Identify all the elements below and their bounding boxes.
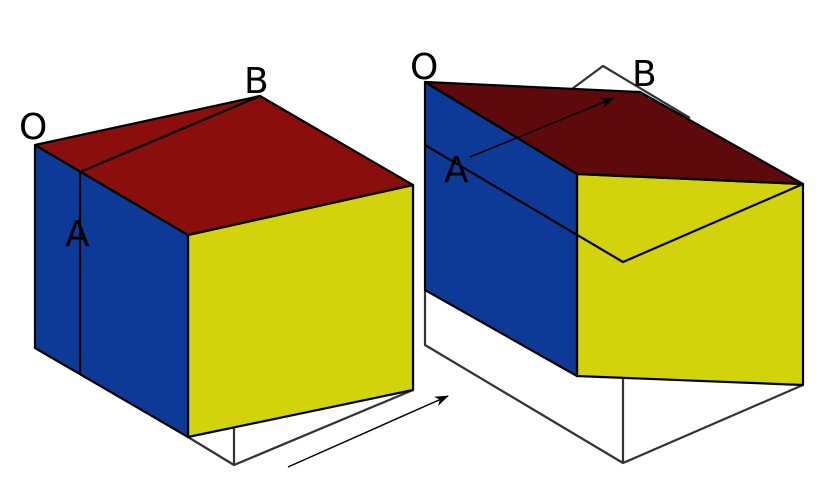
right-cube-side-outline	[575, 172, 805, 387]
right-cube-inner-line	[424, 144, 804, 264]
right-cube-shear-arrow	[469, 97, 615, 158]
left-label-b: B	[244, 61, 269, 102]
left-cube-side-outline	[186, 183, 415, 439]
right-cube: O A B	[410, 47, 805, 465]
right-label-a: A	[444, 150, 469, 191]
right-label-b: B	[632, 54, 657, 95]
left-cube-side-face	[188, 185, 413, 437]
left-cube: O A B	[19, 61, 415, 467]
left-label-o: O	[19, 107, 47, 148]
left-cube-front-face	[35, 145, 188, 437]
left-label-a: A	[65, 214, 90, 255]
right-cube-side-face	[577, 174, 803, 385]
right-cube-original-outline	[423, 290, 804, 465]
right-label-o: O	[410, 47, 438, 88]
right-cube-front-face	[425, 82, 577, 376]
right-cube-top-face	[425, 82, 803, 184]
left-cube-section-line-top	[79, 94, 261, 174]
transition-arrow	[287, 395, 449, 468]
